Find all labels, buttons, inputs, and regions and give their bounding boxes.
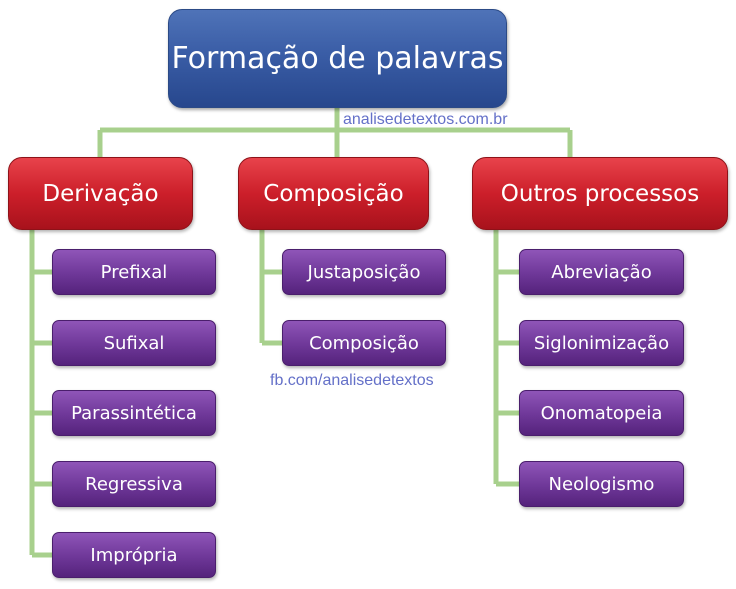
watermark-site: analisedetextos.com.br (343, 111, 508, 128)
category-label: Derivação (42, 180, 159, 207)
leaf-siglonimizacao: Siglonimização (519, 320, 684, 366)
root-label: Formação de palavras (171, 41, 504, 76)
leaf-impropria: Imprópria (52, 532, 216, 578)
leaf-label: Abreviação (551, 261, 652, 283)
leaf-label: Regressiva (85, 473, 183, 495)
category-label: Outros processos (500, 180, 700, 207)
leaf-neologismo: Neologismo (519, 461, 684, 507)
leaf-abreviacao: Abreviação (519, 249, 684, 295)
watermark-facebook: fb.com/analisedetextos (270, 372, 434, 389)
leaf-onomatopeia: Onomatopeia (519, 390, 684, 436)
leaf-prefixal: Prefixal (52, 249, 216, 295)
connector-root-branch (97, 108, 573, 157)
root-node: Formação de palavras (168, 9, 507, 108)
leaf-label: Prefixal (100, 261, 168, 283)
leaf-label: Parassintética (71, 402, 197, 424)
leaf-composicao: Composição (282, 320, 446, 366)
leaf-label: Justaposição (307, 261, 421, 283)
category-label: Composição (263, 180, 404, 207)
leaf-label: Siglonimização (533, 332, 670, 354)
leaf-sufixal: Sufixal (52, 320, 216, 366)
category-composicao: Composição (238, 157, 429, 230)
connector-outros (493, 230, 519, 487)
connector-derivacao (29, 230, 52, 558)
leaf-label: Onomatopeia (540, 402, 663, 424)
category-derivacao: Derivação (8, 157, 193, 230)
leaf-label: Sufixal (103, 332, 165, 354)
connector-composicao (259, 230, 282, 346)
leaf-label: Composição (309, 332, 419, 354)
leaf-regressiva: Regressiva (52, 461, 216, 507)
category-outros-processos: Outros processos (472, 157, 728, 230)
leaf-justaposicao: Justaposição (282, 249, 446, 295)
leaf-label: Neologismo (548, 473, 655, 495)
leaf-label: Imprópria (90, 544, 178, 566)
leaf-parassintetica: Parassintética (52, 390, 216, 436)
